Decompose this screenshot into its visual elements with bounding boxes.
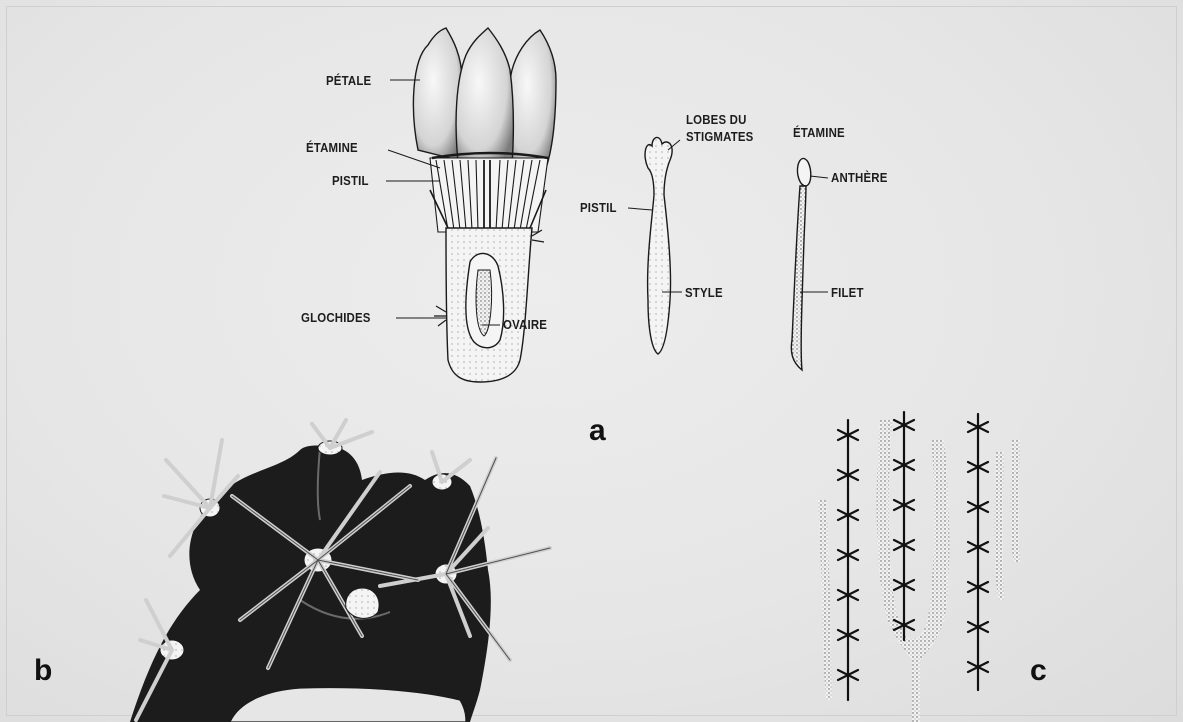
- label-pistil-flower: PISTIL: [332, 173, 369, 188]
- areole-column-left: [838, 420, 858, 700]
- label-anthere: ANTHÈRE: [831, 170, 888, 185]
- label-etamine-flower: ÉTAMINE: [306, 140, 358, 155]
- panel-letter-c: c: [1030, 656, 1047, 686]
- areole-column-middle: [894, 412, 914, 640]
- stamen-drawing: [791, 158, 810, 370]
- label-petale: PÉTALE: [326, 73, 371, 88]
- label-glochides: GLOCHIDES: [301, 310, 371, 325]
- label-lobes-line2: STIGMATES: [686, 129, 753, 144]
- petal-right: [508, 30, 556, 168]
- label-pistil-detail: PISTIL: [580, 200, 617, 215]
- rib-shadow-left: [818, 500, 832, 700]
- label-lobes-line1: LOBES DU: [686, 112, 747, 127]
- rib-u-shape: [877, 420, 950, 722]
- pistil-drawing: [645, 137, 672, 354]
- stamen-bundle: [430, 153, 548, 232]
- label-etamine-detail: ÉTAMINE: [793, 125, 845, 140]
- label-ovaire: OVAIRE: [503, 317, 547, 332]
- ribs-drawing: [818, 412, 1020, 722]
- rib-shadow-right: [995, 440, 1020, 600]
- label-style: STYLE: [685, 285, 723, 300]
- panel-letter-b: b: [34, 656, 52, 686]
- areole-column-right: [968, 414, 988, 690]
- petal-middle: [456, 28, 513, 165]
- petal-left: [413, 28, 462, 160]
- label-filet: FILET: [831, 285, 864, 300]
- cactus-drawing: [130, 420, 550, 722]
- panel-letter-a: a: [589, 416, 606, 446]
- cactus-bud: [346, 588, 379, 618]
